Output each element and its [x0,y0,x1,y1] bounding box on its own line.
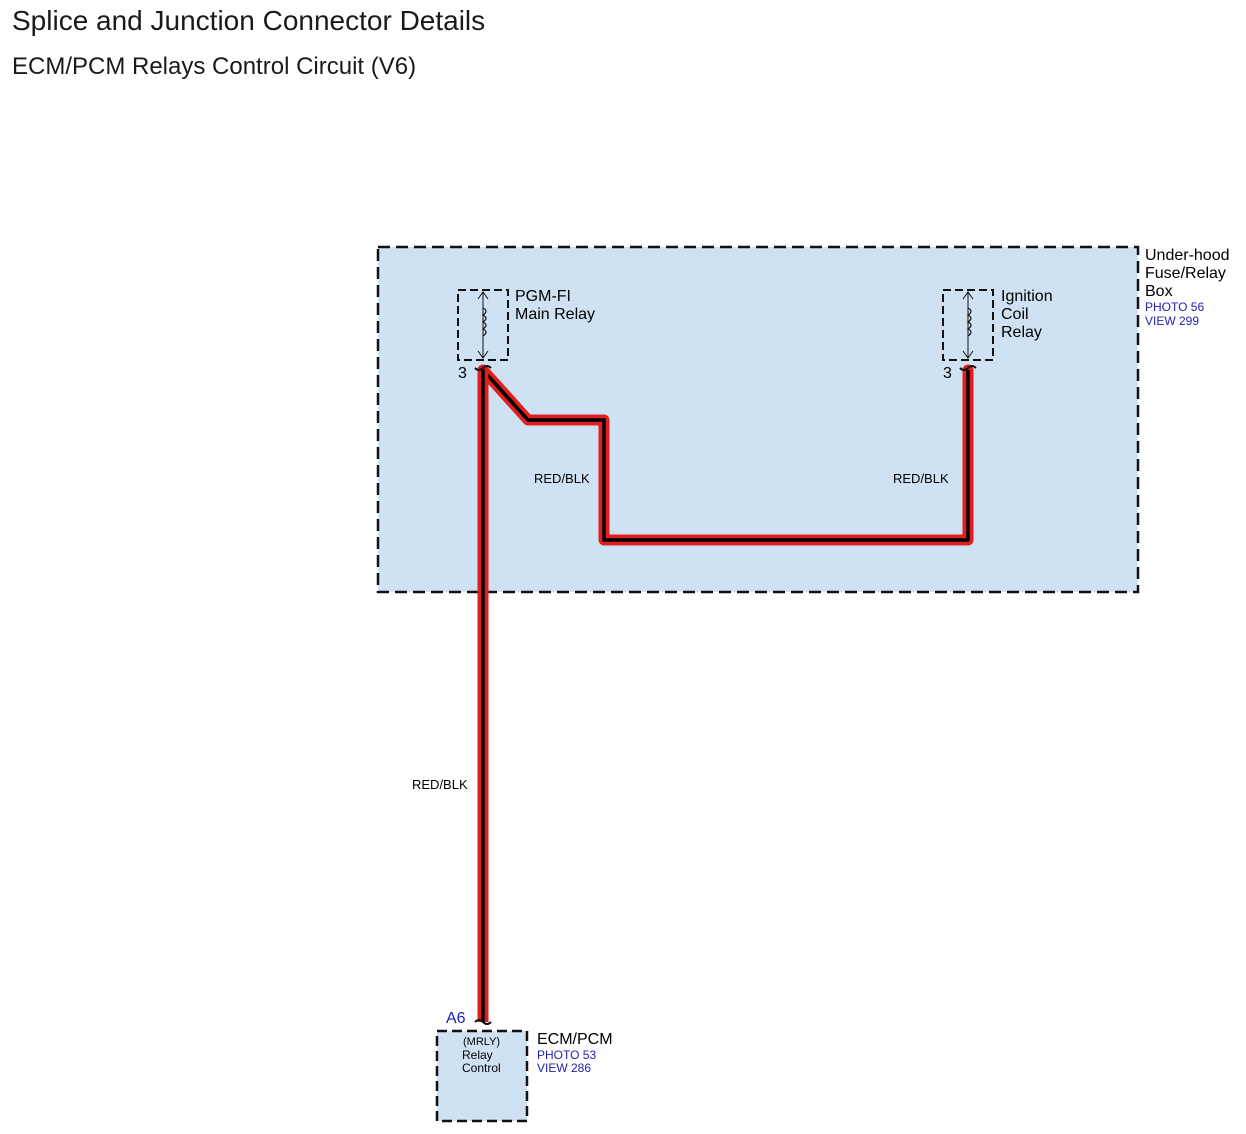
ecm-name: ECM/PCM [537,1031,613,1048]
main-relay-symbol [457,289,509,361]
ecm-view-ref: VIEW 286 [537,1061,591,1075]
main-relay-pin-number: 3 [458,365,467,382]
wire-label-top-right: RED/BLK [893,471,949,486]
wire-label-top-left: RED/BLK [534,471,590,486]
fuse-box-view-ref: VIEW 299 [1145,314,1199,328]
ecm-photo-ref: PHOTO 53 [537,1048,596,1062]
ecm-pin-name-line1: Relay [462,1048,493,1062]
ignition-relay-name-line3: Relay [1001,324,1042,341]
ecm-pin-id: A6 [446,1010,466,1027]
fuse-box-name-line1: Under-hood [1145,247,1230,264]
ecm-pcm-box [435,1029,529,1123]
main-relay-name-line2: Main Relay [515,306,595,323]
page-title: Splice and Junction Connector Details [12,5,485,36]
ecm-terminal-cap [474,1019,492,1025]
ignition-relay-name-line2: Coil [1001,306,1029,323]
ignition-relay-pin-number: 3 [943,365,952,382]
page-subtitle: ECM/PCM Relays Control Circuit (V6) [12,53,416,80]
fuse-box-photo-ref: PHOTO 56 [1145,300,1204,314]
ignition-relay-terminal-cap [959,365,977,371]
ignition-relay-symbol [942,289,994,361]
fuse-box-name-line2: Fuse/Relay [1145,265,1226,282]
ecm-pin-name-line2: Control [462,1061,501,1075]
wire-red-blk-top [477,364,974,546]
ignition-relay-name-line1: Ignition [1001,288,1053,305]
main-relay-terminal-cap [474,365,492,371]
wire-label-vertical: RED/BLK [412,777,468,792]
ecm-pin-code: (MRLY) [463,1036,500,1048]
main-relay-name-line1: PGM-FI [515,288,571,305]
fuse-box-name-line3: Box [1145,283,1173,300]
